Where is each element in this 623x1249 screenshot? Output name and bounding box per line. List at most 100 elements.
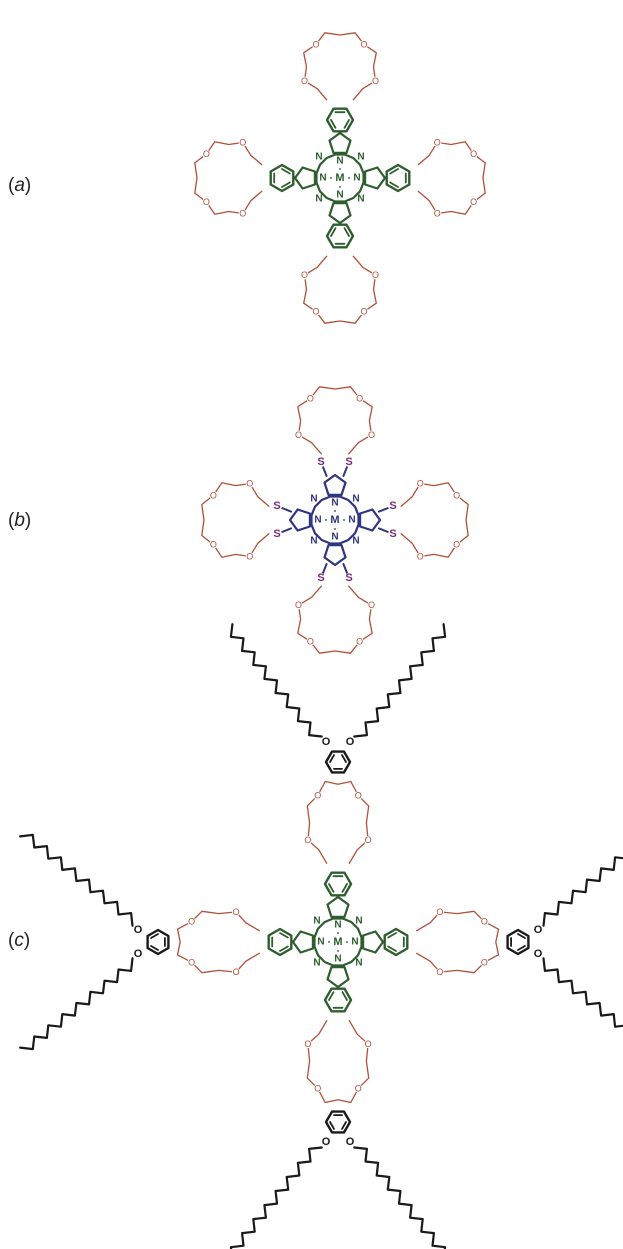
oxygen-mask bbox=[238, 209, 247, 218]
metal-center-atom: M bbox=[333, 936, 342, 948]
crown-oxygen-atom: O bbox=[365, 1039, 372, 1049]
benzo-ring bbox=[325, 223, 355, 249]
oxygen-mask bbox=[435, 967, 445, 977]
oxygen-mask bbox=[303, 1039, 313, 1049]
double-bond bbox=[341, 991, 348, 1001]
crown-oxygen-atom: O bbox=[203, 197, 210, 207]
pyrrole-ring bbox=[323, 544, 347, 567]
crown-ether-chain bbox=[400, 482, 469, 558]
crown-oxygen-atom: O bbox=[436, 907, 443, 917]
panel-label-c: (c) bbox=[8, 930, 30, 952]
pyrrole-ring bbox=[291, 930, 314, 954]
alkyl-chain bbox=[19, 957, 134, 1051]
crown-oxygen-atom: O bbox=[203, 149, 210, 159]
oxygen-mask bbox=[300, 76, 309, 86]
oxygen-mask bbox=[245, 479, 254, 488]
metal-center-atom: M bbox=[330, 514, 339, 526]
crown-oxygen-atom: O bbox=[312, 39, 319, 49]
oxygen-mask bbox=[355, 637, 364, 646]
meso-nitrogen-atom: N bbox=[352, 494, 359, 505]
oxygen-mask bbox=[433, 138, 442, 147]
sulfur-atom: S bbox=[273, 528, 280, 540]
panel-label-a: (a) bbox=[8, 175, 31, 197]
crown-oxygen-atom: O bbox=[239, 209, 246, 219]
oxygen-mask bbox=[245, 552, 254, 561]
crown-oxygen-atom: O bbox=[295, 430, 302, 440]
atom-mask bbox=[316, 457, 326, 467]
atom-mask bbox=[351, 536, 361, 546]
label-paren: ( bbox=[8, 930, 15, 951]
atom-mask bbox=[388, 501, 398, 511]
macrocycle-ring bbox=[310, 495, 360, 545]
crown-oxygen-atom: O bbox=[188, 917, 195, 927]
crown-ether-chain bbox=[194, 141, 263, 215]
double-bond bbox=[330, 227, 337, 237]
ether-oxygen-atom: O bbox=[322, 1136, 331, 1148]
crown-oxygen-atom: O bbox=[307, 393, 314, 403]
pyrrole-nitrogen-atom: N bbox=[334, 920, 341, 931]
alkyl-chain bbox=[542, 957, 623, 1028]
meso-nitrogen-atom: N bbox=[313, 916, 320, 927]
crown-ether-chain bbox=[303, 32, 377, 101]
oxygen-mask bbox=[363, 1039, 373, 1049]
label-paren: ) bbox=[23, 930, 31, 951]
oxygen-mask bbox=[294, 601, 303, 610]
pyrrole-ring bbox=[293, 166, 316, 190]
sulfur-atom: S bbox=[345, 572, 352, 584]
pyrrole-ring bbox=[328, 131, 352, 154]
crown-oxygen-atom: O bbox=[312, 307, 319, 317]
crown-oxygen-atom: O bbox=[314, 791, 321, 801]
label-paren: ( bbox=[8, 175, 15, 196]
oxygen-mask bbox=[452, 491, 461, 500]
macrocycle-ring bbox=[315, 153, 365, 203]
crown-oxygen-atom: O bbox=[233, 967, 240, 977]
oxygen-mask bbox=[187, 917, 196, 926]
double-bond bbox=[150, 945, 159, 951]
crown-oxygen-atom: O bbox=[301, 270, 308, 280]
sulfur-atom: S bbox=[317, 456, 324, 468]
oxygen-mask bbox=[313, 791, 322, 800]
double-bond bbox=[341, 883, 348, 893]
crown-oxygen-atom: O bbox=[434, 138, 441, 148]
atom-mask bbox=[312, 958, 322, 968]
meso-nitrogen-atom: N bbox=[352, 536, 359, 547]
pyrrole-ring bbox=[364, 166, 387, 190]
crown-oxygen-atom: O bbox=[481, 917, 488, 927]
catechol-benzene-ring bbox=[146, 928, 170, 956]
crown-oxygen-atom: O bbox=[360, 39, 367, 49]
crown-oxygen-atom: O bbox=[481, 957, 488, 967]
oxygen-mask bbox=[354, 1084, 363, 1093]
atom-mask bbox=[356, 152, 366, 162]
catechol-benzene-ring bbox=[324, 750, 352, 774]
pyrrole-nitrogen-atom: N bbox=[331, 498, 338, 509]
crown-oxygen-atom: O bbox=[295, 600, 302, 610]
meso-nitrogen-atom: N bbox=[313, 958, 320, 969]
double-bond bbox=[341, 1121, 347, 1130]
crown-oxygen-atom: O bbox=[470, 149, 477, 159]
crown-oxygen-atom: O bbox=[239, 138, 246, 148]
oxygen-mask bbox=[371, 271, 380, 280]
pyrrole-nitrogen-atom: N bbox=[351, 937, 358, 948]
label-paren: ( bbox=[8, 510, 15, 531]
oxygen-mask bbox=[363, 835, 373, 845]
meso-nitrogen-atom: N bbox=[355, 916, 362, 927]
double-bond bbox=[281, 168, 291, 175]
double-bond bbox=[328, 883, 335, 893]
double-bond bbox=[279, 932, 289, 939]
crown-oxygen-atom: O bbox=[417, 552, 424, 562]
crown-oxygen-atom: O bbox=[246, 552, 253, 562]
benzo-ring bbox=[383, 927, 409, 957]
pyrrole-ring bbox=[326, 895, 350, 918]
atom-mask bbox=[335, 156, 345, 166]
atom-mask bbox=[533, 925, 543, 935]
label-letter: a bbox=[14, 175, 25, 196]
benzo-ring bbox=[323, 987, 353, 1013]
pyrrole-ring bbox=[323, 473, 347, 496]
oxygen-mask bbox=[209, 540, 218, 549]
atom-mask bbox=[321, 1137, 331, 1147]
pyrrole-nitrogen-atom: N bbox=[331, 532, 338, 543]
sulfur-atom: S bbox=[389, 528, 396, 540]
